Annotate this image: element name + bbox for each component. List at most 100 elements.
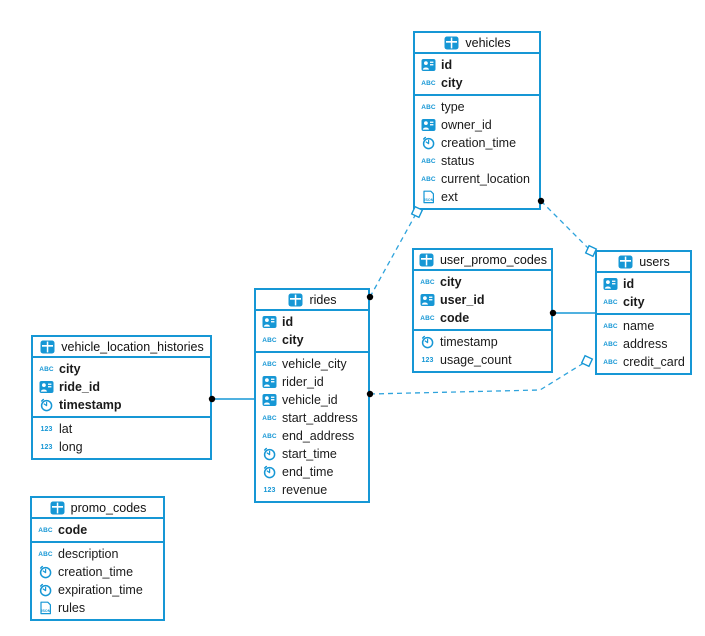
person-id-icon [261, 375, 278, 389]
columns-section: 123 lat 123 long [33, 416, 210, 458]
abc-text-type-icon: ABC [602, 299, 619, 306]
primary-key-section: id ABC city [256, 311, 368, 351]
column-name: id [282, 315, 294, 329]
column-row-vehicles-owner_id[interactable]: owner_id [415, 116, 539, 134]
123-numeric-type-icon: 123 [419, 357, 436, 364]
column-row-promo_codes-creation_time[interactable]: creation_time [32, 563, 163, 581]
er-table-promo_codes[interactable]: promo_codes ABC code ABC description cre… [30, 496, 165, 621]
column-row-vehicle_location_histories-timestamp[interactable]: timestamp [33, 396, 210, 414]
abc-text-type-icon-glyph: ABC [420, 314, 435, 322]
column-row-users-address[interactable]: ABC address [597, 335, 690, 353]
column-name: ride_id [59, 380, 100, 394]
er-table-header[interactable]: user_promo_codes [414, 250, 551, 271]
column-row-vehicles-creation_time[interactable]: creation_time [415, 134, 539, 152]
column-row-users-city[interactable]: ABC city [597, 293, 690, 311]
123-numeric-type-icon-glyph: 123 [40, 443, 53, 451]
person-id-icon [420, 58, 437, 72]
er-table-users[interactable]: users id ABC city ABC name ABC address A… [595, 250, 692, 375]
table-grid-icon [443, 36, 460, 50]
relation-rides-to-vehicles[interactable] [369, 211, 418, 298]
column-row-user_promo_codes-city[interactable]: ABC city [414, 273, 551, 291]
123-numeric-type-icon: 123 [38, 426, 55, 433]
primary-key-section: id ABC city [597, 273, 690, 313]
table-grid-icon [617, 255, 634, 269]
column-row-vehicle_location_histories-ride_id[interactable]: ride_id [33, 378, 210, 396]
json-doc-icon: JSON [420, 190, 437, 204]
column-row-vehicle_location_histories-long[interactable]: 123 long [33, 438, 210, 456]
abc-text-type-icon-glyph: ABC [421, 157, 436, 165]
column-row-vehicles-ext[interactable]: JSON ext [415, 188, 539, 206]
column-name: type [441, 100, 465, 114]
er-table-header[interactable]: vehicles [415, 33, 539, 54]
abc-text-type-icon-glyph: ABC [421, 103, 436, 111]
column-name: timestamp [440, 335, 498, 349]
person-id-icon [261, 393, 278, 407]
column-row-promo_codes-rules[interactable]: JSON rules [32, 599, 163, 617]
table-name: users [639, 254, 670, 269]
clock-icon [38, 398, 55, 412]
column-name: timestamp [59, 398, 122, 412]
columns-section: ABC description creation_time expiration… [32, 541, 163, 619]
column-name: end_address [282, 429, 355, 443]
columns-section: ABC name ABC address ABC credit_card [597, 313, 690, 373]
er-table-header[interactable]: users [597, 252, 690, 273]
column-row-rides-city[interactable]: ABC city [256, 331, 368, 349]
abc-text-type-icon: ABC [602, 341, 619, 348]
column-name: current_location [441, 172, 530, 186]
relation-endpoint-square [580, 354, 594, 368]
er-table-vehicles[interactable]: vehicles id ABC city ABC type owner_id c… [413, 31, 541, 210]
abc-text-type-icon-glyph: ABC [262, 432, 277, 440]
column-row-vehicle_location_histories-city[interactable]: ABC city [33, 360, 210, 378]
column-row-rides-revenue[interactable]: 123 revenue [256, 481, 368, 499]
column-name: city [59, 362, 81, 376]
json-doc-icon: JSON [37, 601, 54, 615]
table-name: vehicle_location_histories [61, 339, 204, 354]
er-table-header[interactable]: promo_codes [32, 498, 163, 519]
column-name: user_id [440, 293, 485, 307]
abc-text-type-icon-glyph: ABC [421, 175, 436, 183]
person-id-icon [420, 118, 437, 132]
abc-text-type-icon-glyph: ABC [603, 340, 618, 348]
column-row-rides-vehicle_city[interactable]: ABC vehicle_city [256, 355, 368, 373]
column-row-rides-end_address[interactable]: ABC end_address [256, 427, 368, 445]
column-row-vehicles-id[interactable]: id [415, 56, 539, 74]
column-name: city [282, 333, 304, 347]
relation-vehicles-to-users[interactable] [540, 200, 592, 252]
column-row-users-name[interactable]: ABC name [597, 317, 690, 335]
column-name: usage_count [440, 353, 512, 367]
column-row-vehicles-type[interactable]: ABC type [415, 98, 539, 116]
column-row-user_promo_codes-user_id[interactable]: user_id [414, 291, 551, 309]
column-row-promo_codes-description[interactable]: ABC description [32, 545, 163, 563]
column-name: start_time [282, 447, 337, 461]
er-table-rides[interactable]: rides id ABC city ABC vehicle_city rider… [254, 288, 370, 503]
column-row-vehicles-current_location[interactable]: ABC current_location [415, 170, 539, 188]
column-row-rides-id[interactable]: id [256, 313, 368, 331]
column-row-rides-start_address[interactable]: ABC start_address [256, 409, 368, 427]
column-row-promo_codes-code[interactable]: ABC code [32, 521, 163, 539]
er-table-header[interactable]: vehicle_location_histories [33, 337, 210, 358]
column-row-user_promo_codes-code[interactable]: ABC code [414, 309, 551, 327]
column-row-rides-end_time[interactable]: end_time [256, 463, 368, 481]
column-name: credit_card [623, 355, 685, 369]
column-row-users-credit_card[interactable]: ABC credit_card [597, 353, 690, 371]
table-grid-icon [418, 253, 435, 267]
er-table-user_promo_codes[interactable]: user_promo_codes ABC city user_id ABC co… [412, 248, 553, 373]
person-id-icon [38, 380, 55, 394]
column-name: end_time [282, 465, 334, 479]
abc-text-type-icon-glyph: ABC [603, 298, 618, 306]
er-table-vehicle_location_histories[interactable]: vehicle_location_histories ABC city ride… [31, 335, 212, 460]
column-row-users-id[interactable]: id [597, 275, 690, 293]
column-row-user_promo_codes-usage_count[interactable]: 123 usage_count [414, 351, 551, 369]
column-row-user_promo_codes-timestamp[interactable]: timestamp [414, 333, 551, 351]
column-row-rides-start_time[interactable]: start_time [256, 445, 368, 463]
column-row-promo_codes-expiration_time[interactable]: expiration_time [32, 581, 163, 599]
column-row-vehicles-city[interactable]: ABC city [415, 74, 539, 92]
column-row-vehicle_location_histories-lat[interactable]: 123 lat [33, 420, 210, 438]
123-numeric-type-icon-glyph: 123 [421, 356, 434, 364]
er-table-header[interactable]: rides [256, 290, 368, 311]
person-id-icon [261, 315, 278, 329]
column-row-rides-vehicle_id[interactable]: vehicle_id [256, 391, 368, 409]
column-row-rides-rider_id[interactable]: rider_id [256, 373, 368, 391]
column-row-vehicles-status[interactable]: ABC status [415, 152, 539, 170]
